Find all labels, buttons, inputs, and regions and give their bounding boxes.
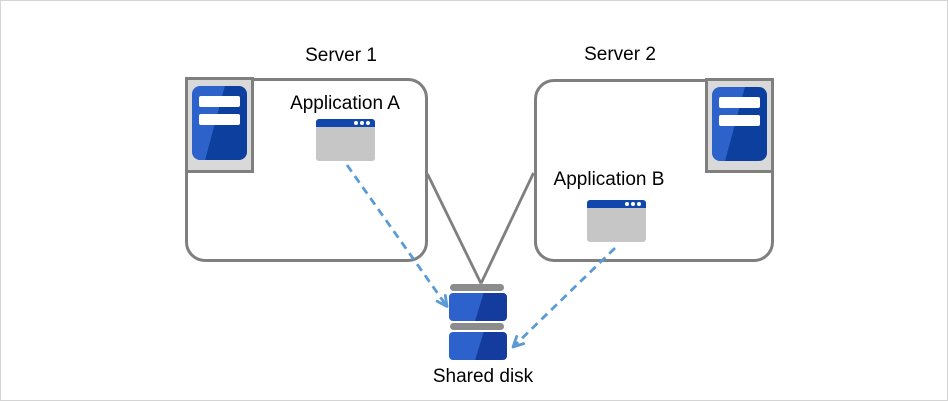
application-b-label: Application B bbox=[553, 169, 665, 190]
disk-cap bbox=[450, 284, 504, 291]
disk-cap bbox=[450, 323, 504, 330]
app-window-icon bbox=[316, 119, 375, 161]
disk-platter bbox=[449, 332, 507, 360]
app-window-titlebar bbox=[587, 200, 646, 208]
tower-slot bbox=[719, 97, 760, 108]
app-window-titlebar bbox=[316, 119, 375, 127]
connector-server1-to-disk bbox=[426, 173, 483, 285]
tower-slot bbox=[719, 115, 760, 126]
app-window-icon bbox=[587, 200, 646, 242]
titlebar-dot bbox=[625, 202, 629, 206]
server2-tower-frame bbox=[705, 78, 774, 173]
tower-slot bbox=[199, 96, 240, 107]
server1-tower-frame bbox=[185, 77, 254, 173]
application-a-label: Application A bbox=[290, 93, 400, 114]
disk-platter bbox=[449, 293, 507, 321]
shared-disk-icon bbox=[449, 284, 507, 361]
server-tower-icon bbox=[192, 86, 247, 160]
shared-disk-label: Shared disk bbox=[432, 366, 534, 387]
server-tower-icon bbox=[712, 87, 767, 161]
server1-label: Server 1 bbox=[305, 45, 377, 66]
server2-label: Server 2 bbox=[584, 44, 656, 65]
titlebar-dot bbox=[360, 121, 364, 125]
arrow-application-b-to-disk bbox=[511, 246, 616, 349]
titlebar-dot bbox=[366, 121, 370, 125]
titlebar-dot bbox=[631, 202, 635, 206]
tower-slot bbox=[199, 114, 240, 125]
titlebar-dot bbox=[637, 202, 641, 206]
titlebar-dot bbox=[354, 121, 358, 125]
